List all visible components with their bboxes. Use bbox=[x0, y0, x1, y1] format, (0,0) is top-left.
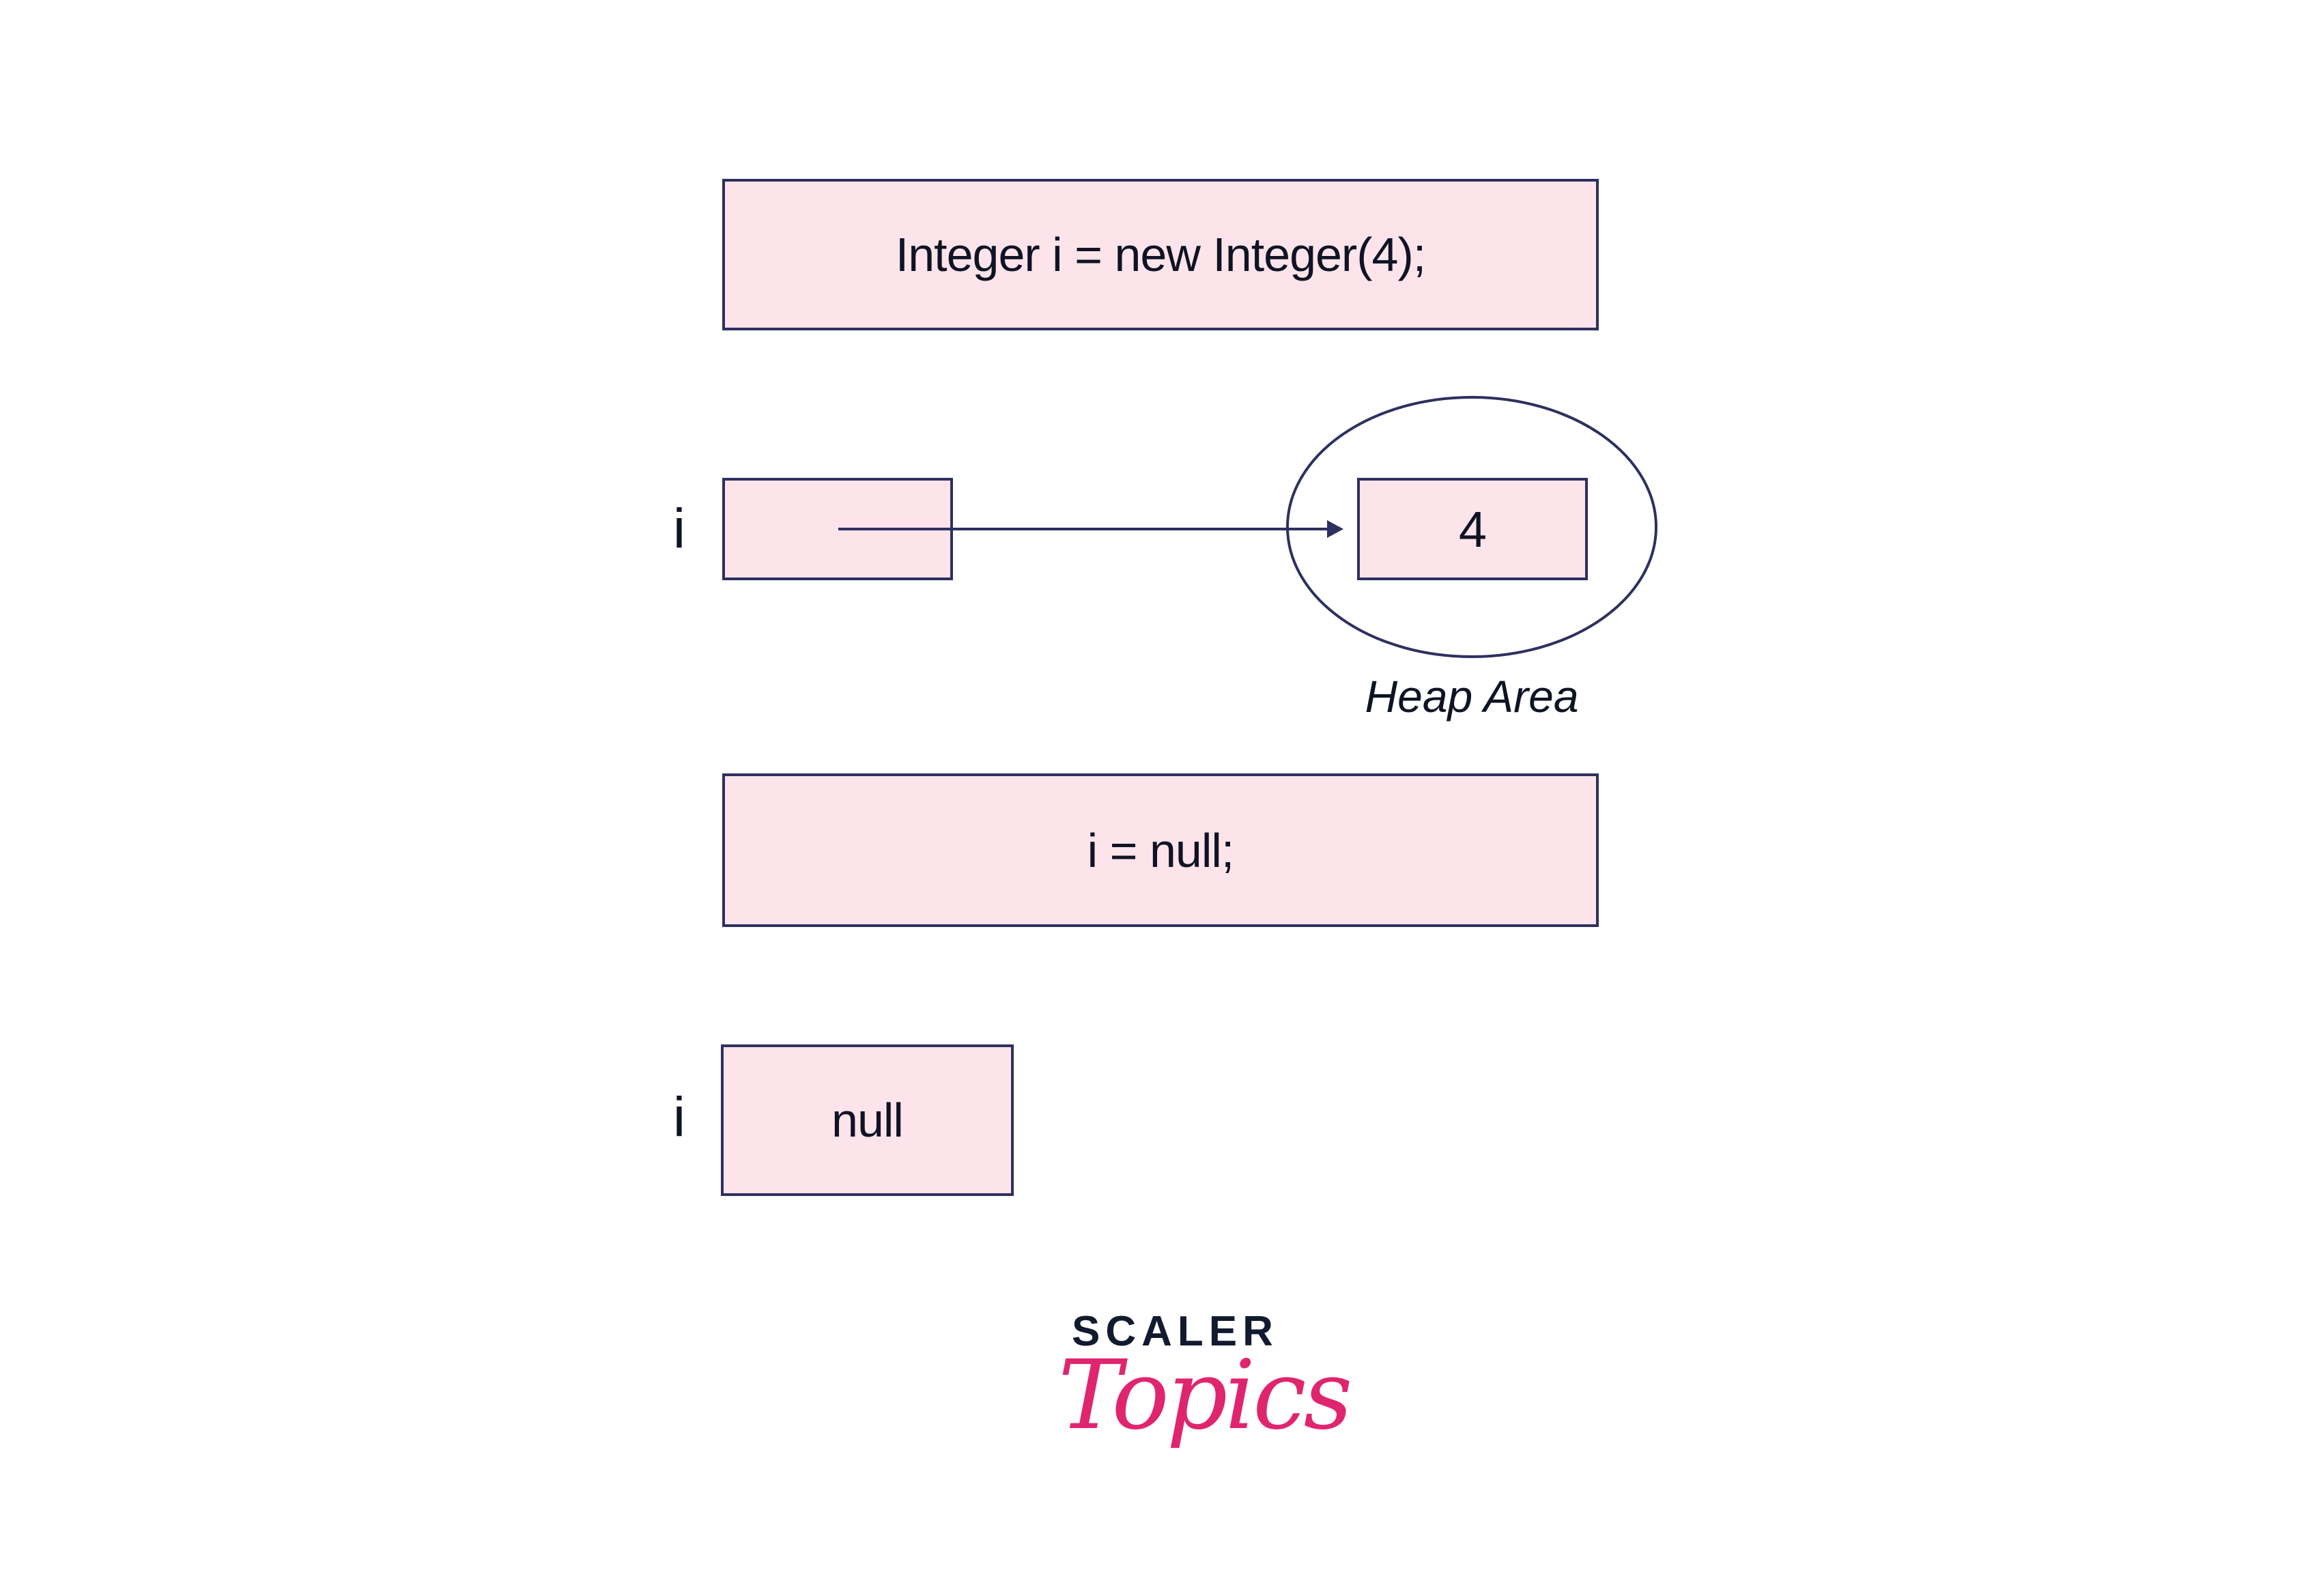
scaler-topics-logo: SCALER Topics bbox=[1058, 1307, 1352, 1485]
statement-text: i = null; bbox=[1087, 823, 1235, 877]
heap-area-label: Heap Area bbox=[1365, 671, 1579, 722]
variable-label-i: i bbox=[672, 498, 686, 560]
logo-topics-text: Topics bbox=[1058, 1340, 1352, 1451]
heap-object-value: 4 bbox=[1458, 500, 1487, 558]
null-value: null bbox=[831, 1094, 904, 1147]
statement-text: Integer i = new Integer(4); bbox=[895, 228, 1426, 281]
null-reference-box: null bbox=[721, 1044, 1014, 1196]
arrow-head-icon bbox=[1327, 520, 1343, 538]
statement-box-null-assign: i = null; bbox=[722, 773, 1599, 927]
heap-object-box: 4 bbox=[1357, 478, 1588, 580]
heap-area-ellipse bbox=[1286, 396, 1657, 658]
variable-label-i: i bbox=[672, 1086, 686, 1148]
logo-scaler-text: SCALER bbox=[1072, 1308, 1279, 1355]
statement-box-new-integer: Integer i = new Integer(4); bbox=[722, 179, 1599, 330]
